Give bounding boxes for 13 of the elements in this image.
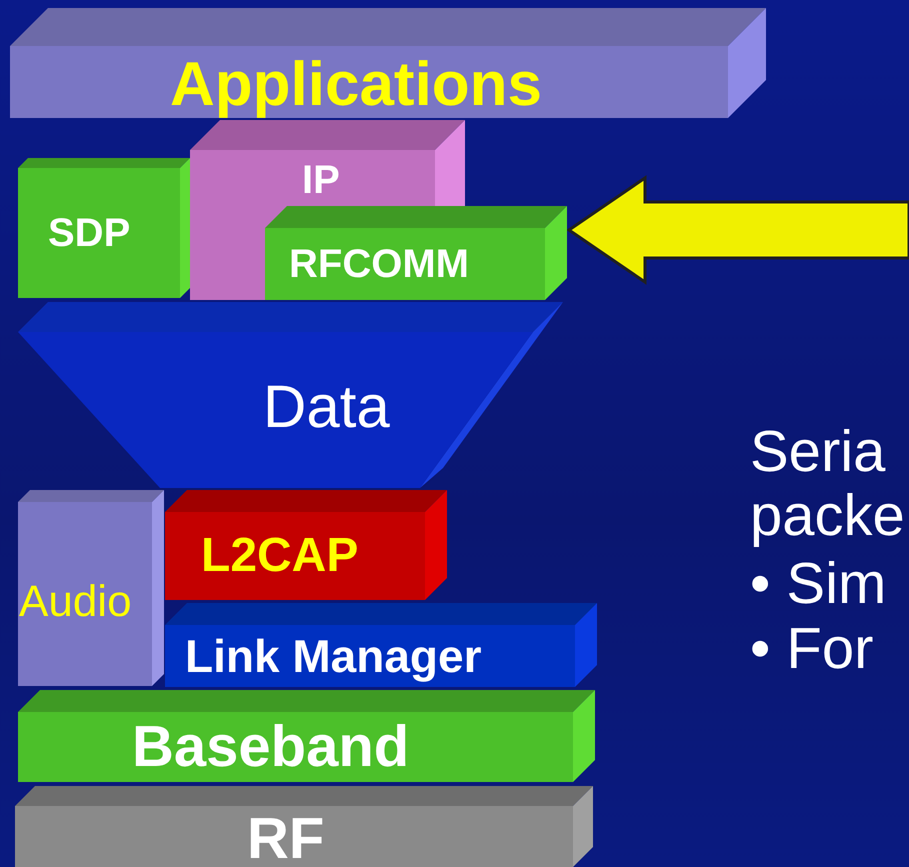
layer-label: L2CAP <box>201 532 358 580</box>
note-text: Seria packe <box>750 420 905 548</box>
layer-label: IP <box>302 160 340 200</box>
layer-label: Audio <box>19 580 132 624</box>
layer-label: SDP <box>48 213 130 253</box>
note-text: • Sim <box>750 555 886 613</box>
note-text: • For <box>750 620 874 678</box>
block-arrow <box>566 175 909 285</box>
layer-label: Baseband <box>132 718 410 776</box>
layer-label: RF <box>247 810 324 867</box>
layer-label: RFCOMM <box>289 244 469 284</box>
layer-label: Data <box>263 377 390 437</box>
layer-label: Applications <box>170 54 542 116</box>
